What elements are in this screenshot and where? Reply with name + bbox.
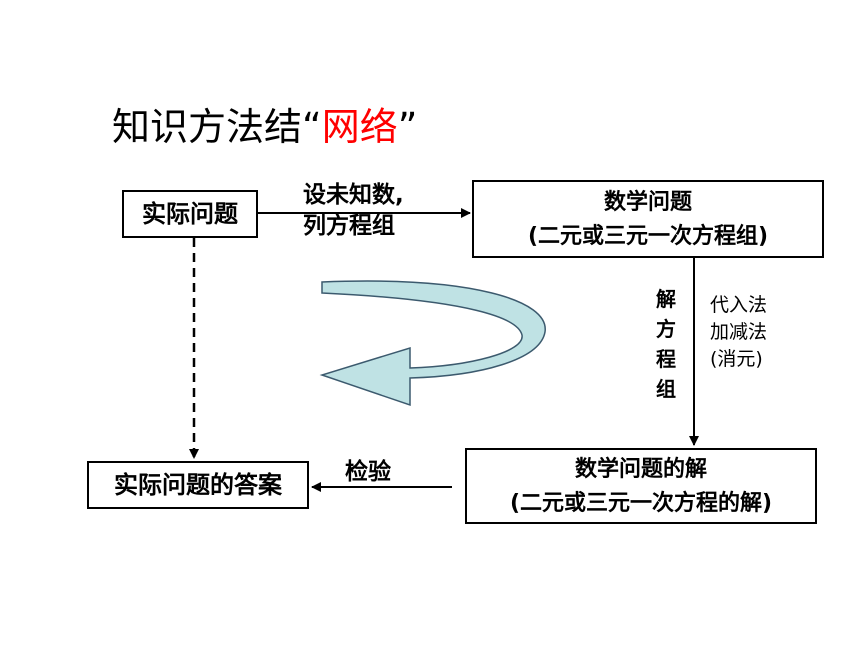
- title-highlight: 网络: [321, 105, 398, 149]
- math-solution-box: 数学问题的解 (二元或三元一次方程的解): [465, 448, 817, 524]
- actual-problem-box: 实际问题: [122, 190, 258, 238]
- solve-char: 程: [656, 347, 676, 371]
- solve-char: 解: [656, 287, 676, 311]
- page-title: 知识方法结“网络”: [112, 96, 417, 151]
- setup-line1: 设未知数,: [303, 182, 404, 208]
- math-solution-line2: (二元或三元一次方程的解): [509, 491, 773, 516]
- curved-arrow: [319, 280, 546, 407]
- method-note: (消元): [710, 348, 763, 370]
- methods-label: 代入法 加减法 (消元): [710, 292, 767, 373]
- math-problem-box: 数学问题 (二元或三元一次方程组): [472, 180, 824, 258]
- solve-char: 方: [656, 317, 676, 341]
- title-prefix: 知识方法结“: [112, 105, 322, 149]
- check-label: 检验: [345, 459, 391, 485]
- method-elimination: 加减法: [710, 321, 768, 343]
- actual-problem-label: 实际问题: [142, 200, 238, 228]
- math-problem-line1: 数学问题: [603, 190, 692, 215]
- actual-answer-label: 实际问题的答案: [114, 471, 282, 499]
- title-suffix: ”: [397, 105, 418, 149]
- solve-label: 解 方 程 组: [654, 284, 678, 404]
- setup-label: 设未知数, 列方程组: [303, 180, 404, 242]
- math-problem-line2: (二元或三元一次方程组): [527, 224, 769, 249]
- method-substitution: 代入法: [710, 294, 768, 316]
- solve-char: 组: [656, 377, 676, 401]
- setup-line2: 列方程组: [303, 213, 395, 239]
- actual-answer-box: 实际问题的答案: [87, 461, 309, 509]
- math-solution-line1: 数学问题的解: [574, 457, 707, 482]
